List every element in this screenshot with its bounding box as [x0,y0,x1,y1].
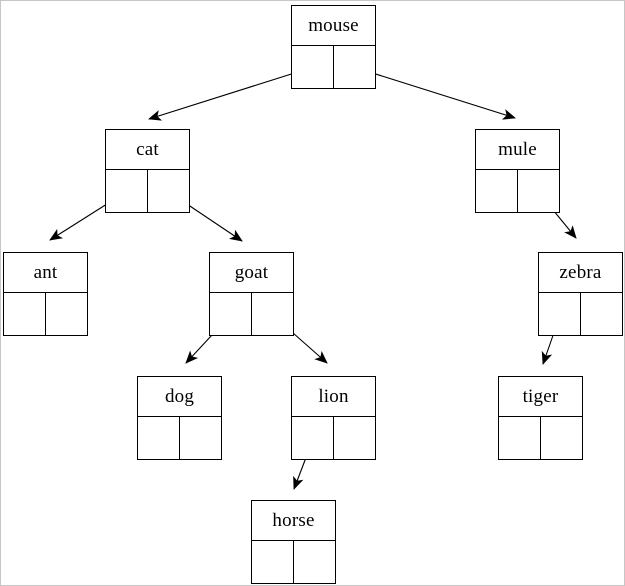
tree-node-cat: cat [105,129,190,213]
node-pointer-row-cat [106,170,189,212]
node-pointer-row-tiger [499,417,582,459]
tree-node-goat: goat [209,252,294,336]
node-left-pointer-cell-goat [210,293,252,335]
node-right-pointer-cell-dog [180,417,221,459]
tree-node-horse: horse [251,500,336,584]
node-right-pointer-cell-ant [46,293,87,335]
tree-node-tiger: tiger [498,376,583,460]
node-label-lion: lion [292,377,375,417]
node-right-pointer-cell-goat [252,293,293,335]
node-right-pointer-cell-horse [294,541,335,583]
node-left-pointer-cell-tiger [499,417,541,459]
node-left-pointer-cell-ant [4,293,46,335]
node-label-horse: horse [252,501,335,541]
tree-node-lion: lion [291,376,376,460]
node-left-pointer-cell-cat [106,170,148,212]
node-label-dog: dog [138,377,221,417]
tree-node-dog: dog [137,376,222,460]
node-right-pointer-cell-mouse [334,46,375,88]
node-left-pointer-cell-mule [476,170,518,212]
node-left-pointer-cell-horse [252,541,294,583]
node-label-goat: goat [210,253,293,293]
node-label-tiger: tiger [499,377,582,417]
node-pointer-row-dog [138,417,221,459]
node-label-cat: cat [106,130,189,170]
node-label-mule: mule [476,130,559,170]
node-pointer-row-mouse [292,46,375,88]
node-right-pointer-cell-zebra [581,293,622,335]
node-pointer-row-horse [252,541,335,583]
node-label-ant: ant [4,253,87,293]
node-right-pointer-cell-cat [148,170,189,212]
node-right-pointer-cell-mule [518,170,559,212]
node-left-pointer-cell-zebra [539,293,581,335]
node-label-mouse: mouse [292,6,375,46]
tree-node-ant: ant [3,252,88,336]
tree-node-zebra: zebra [538,252,623,336]
node-label-zebra: zebra [539,253,622,293]
node-pointer-row-mule [476,170,559,212]
tree-node-mule: mule [475,129,560,213]
node-pointer-row-lion [292,417,375,459]
node-pointer-row-goat [210,293,293,335]
node-pointer-row-zebra [539,293,622,335]
node-pointer-row-ant [4,293,87,335]
tree-node-mouse: mouse [291,5,376,89]
node-left-pointer-cell-dog [138,417,180,459]
node-right-pointer-cell-lion [334,417,375,459]
node-left-pointer-cell-lion [292,417,334,459]
node-left-pointer-cell-mouse [292,46,334,88]
node-right-pointer-cell-tiger [541,417,582,459]
